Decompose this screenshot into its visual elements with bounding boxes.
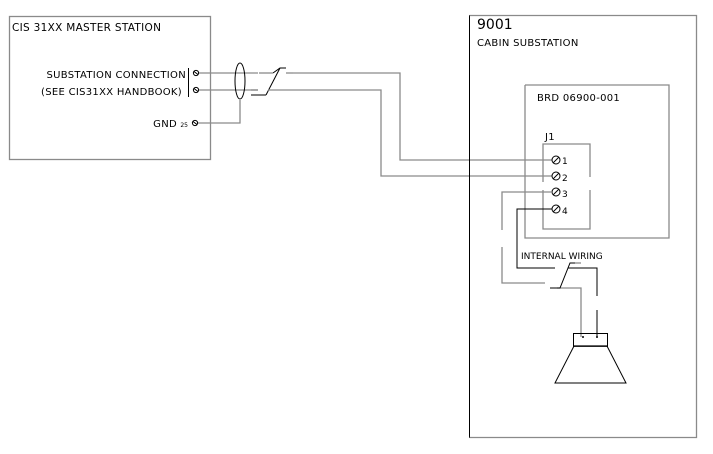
substation-id: 9001 bbox=[477, 17, 513, 33]
connector-label: J1 bbox=[544, 132, 555, 143]
gnd-pin-number: 25 bbox=[180, 122, 188, 129]
connection-label-line2: (SEE CIS31XX HANDBOOK) bbox=[41, 87, 182, 98]
speaker-icon bbox=[554, 333, 627, 384]
wire-pin-2 bbox=[199, 89, 553, 177]
cabin-substation: 9001 CABIN SUBSTATION BRD 06900-001 J1 1… bbox=[469, 14, 698, 439]
screw-terminal-icon bbox=[551, 187, 561, 197]
wire-pin-3 bbox=[501, 191, 552, 230]
twisted-pair-icon bbox=[251, 66, 293, 98]
master-station: CIS 31XX MASTER STATION SUBSTATION CONNE… bbox=[8, 15, 212, 161]
pin-label: 4 bbox=[562, 207, 568, 217]
internal-wiring: INTERNAL WIRING bbox=[501, 191, 603, 337]
substation-name: CABIN SUBSTATION bbox=[477, 38, 579, 49]
screw-terminal-icon bbox=[192, 86, 200, 94]
twisted-pair-icon bbox=[550, 262, 575, 289]
pin-label: 2 bbox=[562, 174, 568, 184]
internal-wiring-label: INTERNAL WIRING bbox=[521, 252, 603, 262]
interconnect-cable bbox=[198, 62, 553, 177]
master-station-box bbox=[8, 15, 212, 161]
connector-j1: J1 1 2 3 4 bbox=[542, 132, 591, 230]
pin-label: 3 bbox=[562, 190, 568, 200]
master-station-title: CIS 31XX MASTER STATION bbox=[12, 22, 161, 34]
screw-terminal-icon bbox=[551, 155, 561, 165]
wire-pin-1 bbox=[199, 72, 553, 161]
substation-box bbox=[469, 14, 698, 439]
screw-terminal-icon bbox=[191, 119, 199, 127]
wire-gnd bbox=[198, 100, 241, 124]
gnd-label: GND bbox=[153, 119, 177, 130]
wire-pin-4 bbox=[516, 208, 555, 269]
cable-shield-icon bbox=[234, 62, 246, 100]
screw-terminal-icon bbox=[551, 204, 561, 214]
board-box bbox=[524, 84, 670, 239]
pin-label: 1 bbox=[562, 157, 568, 167]
screw-terminal-icon bbox=[551, 171, 561, 181]
screw-terminal-icon bbox=[192, 69, 200, 77]
board-label: BRD 06900-001 bbox=[537, 93, 620, 104]
connection-label-line1: SUBSTATION CONNECTION bbox=[46, 70, 186, 81]
board: BRD 06900-001 bbox=[524, 84, 670, 239]
